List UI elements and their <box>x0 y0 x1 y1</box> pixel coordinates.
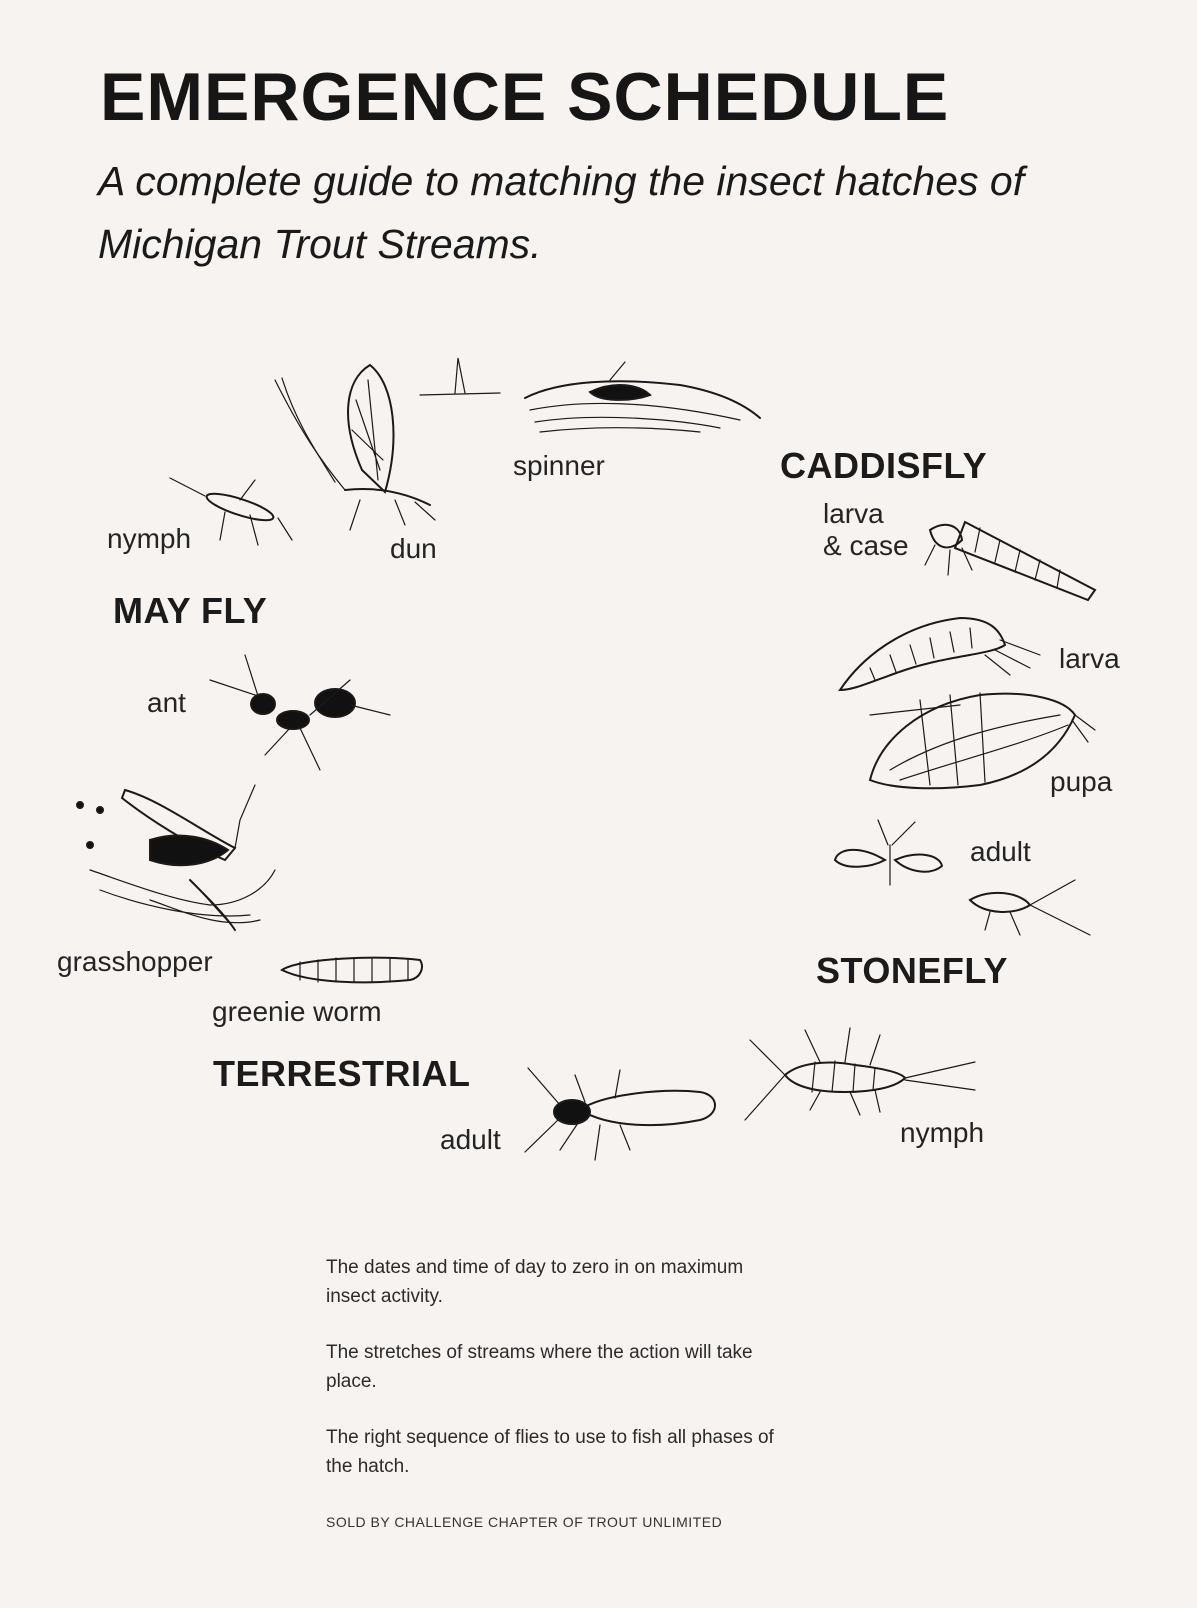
page-subtitle: A complete guide to matching the insect … <box>98 158 1025 267</box>
greenie-worm-illustration <box>280 956 423 984</box>
stonefly-nymph-label: nymph <box>900 1117 985 1148</box>
stonefly-nymph-illustration <box>744 1027 976 1121</box>
mayfly-dun-label: dun <box>390 533 437 564</box>
stonefly-adult-label: adult <box>440 1124 501 1155</box>
mayfly-spinner-illustration <box>419 357 761 433</box>
caddis-adult-label: adult <box>970 836 1031 867</box>
caddis-larva-label: larva <box>1059 643 1120 674</box>
greenie-worm-label: greenie worm <box>212 996 382 1027</box>
caddis-larva-illustration <box>838 616 1041 692</box>
caddisfly-heading: CADDISFLY <box>780 445 988 486</box>
grasshopper-label: grasshopper <box>57 946 213 977</box>
caddis-case-illustration <box>924 520 1097 602</box>
mayfly-spinner-label: spinner <box>513 450 605 481</box>
mayfly-nymph-label: nymph <box>107 523 192 554</box>
mayfly-dun-illustration <box>274 363 436 531</box>
caddis-pupa-illustration <box>868 692 1096 790</box>
ant-illustration <box>209 654 391 771</box>
notes-block: The dates and time of day to zero in on … <box>326 1253 786 1508</box>
page-title: EMERGENCE SCHEDULE <box>100 59 950 135</box>
note-1: The dates and time of day to zero in on … <box>326 1257 744 1307</box>
stonefly-adult-illustration <box>524 1067 716 1161</box>
note-3: The right sequence of flies to use to fi… <box>326 1427 774 1477</box>
terrestrial-heading: TERRESTRIAL <box>213 1053 471 1094</box>
caddis-adult-illustration <box>833 819 1091 936</box>
caddis-larva-case-label-line1: larva <box>823 498 884 529</box>
mayfly-nymph-illustration <box>169 477 293 546</box>
grasshopper-illustration <box>76 784 276 931</box>
caddis-pupa-label: pupa <box>1050 766 1113 797</box>
stonefly-heading: STONEFLY <box>816 950 1009 991</box>
ant-label: ant <box>147 687 186 718</box>
note-2: The stretches of streams where the actio… <box>326 1342 753 1392</box>
footer-credit: SOLD BY CHALLENGE CHAPTER OF TROUT UNLIM… <box>326 1514 723 1530</box>
mayfly-heading: MAY FLY <box>113 590 268 631</box>
caddis-larva-case-label-line2: & case <box>823 530 909 561</box>
